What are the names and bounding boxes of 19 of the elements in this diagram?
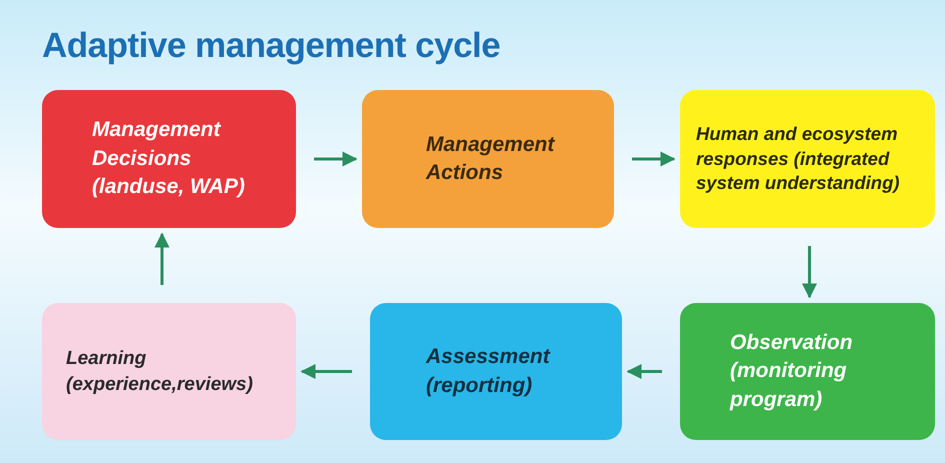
- box-label: Assessment (reporting): [426, 344, 552, 398]
- arrow: [154, 232, 170, 285]
- process-box: [362, 90, 614, 228]
- box-label: Observation (monitoring program): [730, 330, 854, 413]
- box-label: Management Decisions (landuse, WAP): [92, 117, 246, 200]
- process-box: [370, 303, 622, 440]
- process-box: [680, 90, 935, 228]
- arrow: [314, 152, 358, 166]
- arrow: [626, 364, 662, 379]
- box-label: Human and ecosystem responses (integrated system understanding): [696, 122, 901, 196]
- box-label: Learning (experience,reviews): [66, 346, 254, 396]
- process-box: [42, 90, 296, 228]
- process-box: [42, 303, 296, 440]
- process-box: [680, 303, 935, 440]
- diagram-title: Adaptive management cycle: [42, 26, 500, 66]
- arrow: [300, 364, 352, 379]
- arrow: [632, 152, 676, 166]
- arrow: [802, 246, 817, 298]
- box-label: Management Actions: [426, 132, 556, 186]
